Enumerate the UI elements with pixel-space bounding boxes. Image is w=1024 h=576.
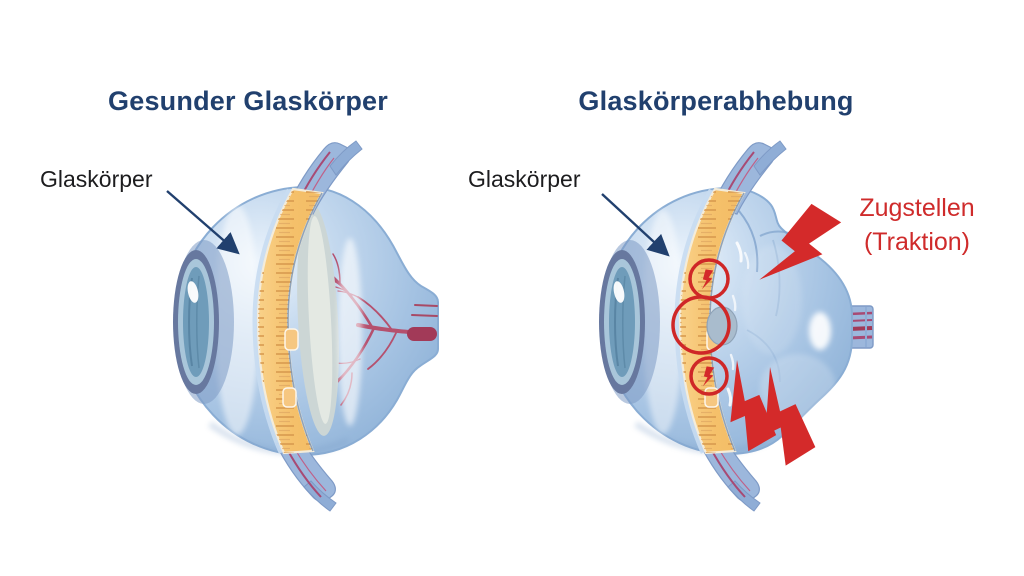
vitreous-sliver	[297, 204, 339, 436]
glaskorper-label-left: Glaskörper	[40, 166, 153, 192]
balloon-highlight-pill	[809, 312, 831, 350]
optic-nerve	[407, 304, 438, 341]
vitreous-glow	[643, 210, 683, 434]
traction-annotation-line2: (Traktion)	[863, 228, 971, 256]
lens	[598, 239, 661, 405]
right-panel-title: Glaskörperabhebung	[578, 86, 854, 116]
balloon-highlight-soft	[742, 245, 802, 355]
traction-annotation: Zugstellen (Traktion)	[859, 191, 974, 259]
traction-circle-bottom	[689, 356, 729, 396]
glaskorper-arrow-left	[166, 190, 240, 255]
lens	[172, 239, 235, 405]
traction-annotation-line1: Zugstellen	[859, 194, 975, 222]
traction-circle-middle	[671, 295, 731, 355]
glaskorper-label-right: Glaskörper	[468, 166, 581, 192]
detachment-bump	[706, 306, 738, 346]
vitreous-highlight	[338, 238, 362, 426]
balloon-highlight-large	[760, 354, 836, 422]
healthy-eye-illustration	[166, 140, 439, 512]
glaskorper-arrow-right	[601, 193, 670, 257]
traction-markers	[671, 200, 843, 467]
left-panel-title: Gesunder Glaskörper	[108, 86, 388, 116]
detached-eye-illustration	[598, 140, 874, 512]
eyeball-bottom-shadow	[208, 421, 350, 456]
